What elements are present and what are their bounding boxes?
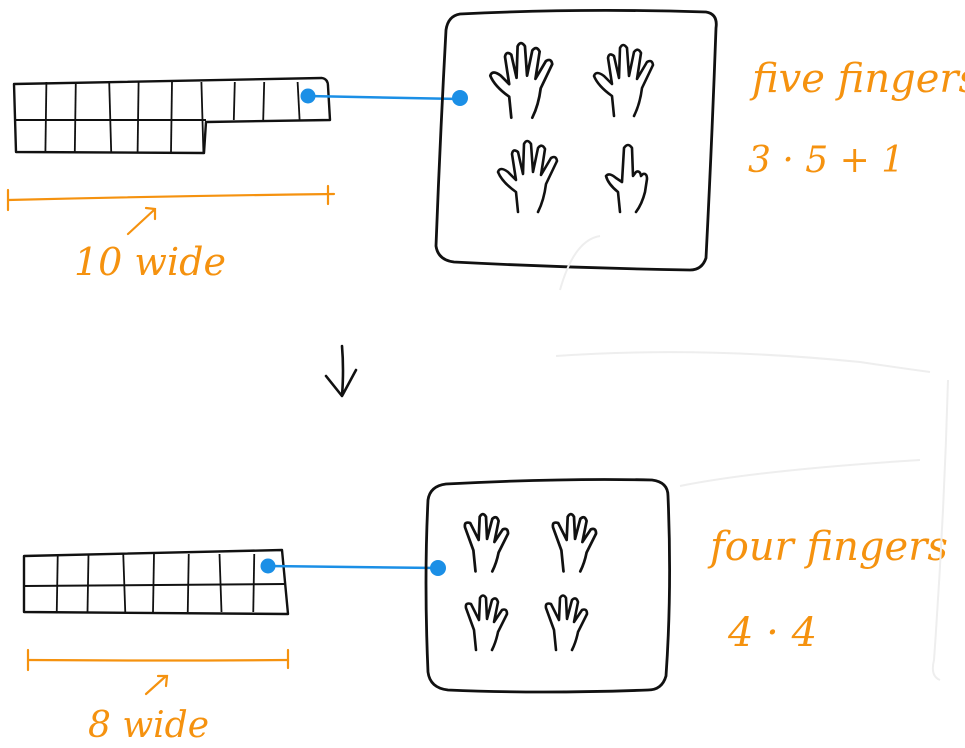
top-width-label: 10 wide — [74, 240, 226, 284]
top-grid-column-line — [262, 81, 266, 121]
bottom-grid-column-line — [186, 553, 190, 613]
bottom-grid-midline — [23, 583, 287, 587]
bottom-grid-column-line — [55, 553, 59, 613]
top-grid-column-line — [232, 81, 236, 121]
top-hands-box — [434, 9, 718, 272]
bottom-grid-column-line — [122, 553, 127, 613]
top-expression: 3 · 5 + 1 — [748, 140, 904, 181]
bottom-hand-3 — [464, 594, 509, 652]
top-grid-columns — [44, 81, 301, 153]
bottom-hands-box — [424, 478, 671, 694]
top-grid-column-line — [44, 81, 48, 153]
top-connector — [306, 94, 462, 101]
bottom-expression: 4 · 4 — [727, 610, 817, 656]
top-hand-4 — [604, 143, 649, 214]
bottom-width-ruler — [26, 648, 290, 696]
top-grid-outline — [12, 76, 332, 155]
bottom-connector — [266, 564, 440, 570]
bottom-grid-column-line — [152, 553, 155, 613]
bottom-hand-2 — [551, 512, 598, 573]
top-grid-column-line — [73, 81, 77, 153]
bottom-grid-columns — [55, 553, 256, 613]
bottom-finger-label: four fingers — [707, 524, 948, 570]
top-width-ruler — [6, 184, 336, 236]
bottom-connector-end-dot — [430, 560, 446, 576]
top-connector-end-dot — [452, 90, 468, 106]
bottom-hand-1 — [463, 512, 510, 573]
top-grid-column-line — [108, 81, 113, 153]
down-arrow-icon — [324, 344, 358, 398]
top-grid-column-line — [170, 81, 173, 153]
top-grid — [12, 76, 332, 155]
top-grid-column-line — [296, 81, 301, 121]
top-connector-start-dot — [300, 88, 316, 104]
top-hand-1 — [488, 41, 554, 120]
bottom-connector-start-dot — [260, 558, 276, 574]
bottom-grid-column-line — [218, 553, 223, 613]
top-hand-2 — [592, 43, 655, 118]
bottom-grid-column-line — [86, 553, 90, 613]
faint-mark-top — [555, 235, 931, 373]
bottom-width-label: 8 wide — [88, 705, 209, 746]
top-finger-label: five fingers — [749, 56, 965, 102]
bottom-grid-column-line — [252, 553, 256, 613]
faint-mark-right — [679, 379, 949, 681]
bottom-hand-4 — [544, 594, 589, 652]
top-grid-column-line — [136, 81, 140, 153]
bottom-grid — [22, 548, 290, 616]
top-grid-column-line — [200, 81, 205, 153]
bottom-grid-outline — [22, 548, 290, 616]
top-hand-3 — [496, 139, 559, 214]
